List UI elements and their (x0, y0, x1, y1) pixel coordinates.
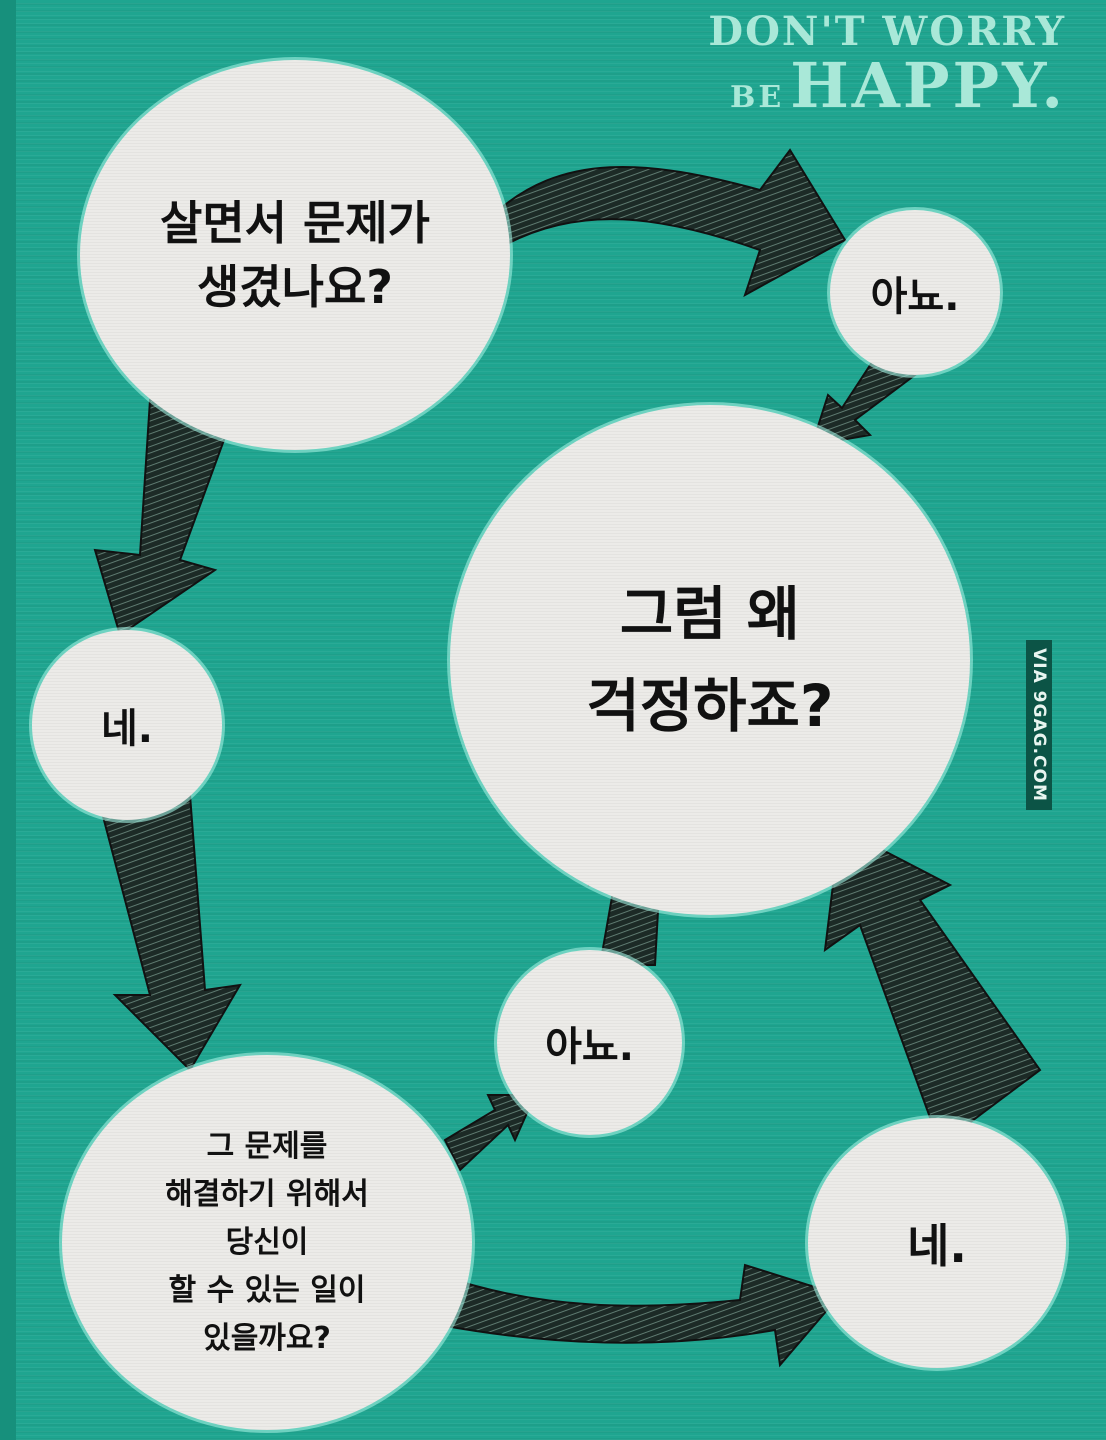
arrow-yes-left-to-question2-icon (98, 793, 242, 1072)
node-question2-text: 그 문제를 해결하기 위해서 당신이 할 수 있는 일이 있을까요? (165, 1128, 369, 1356)
node-start-text: 살면서 문제가 생겼나요? (160, 196, 430, 314)
arrow-question2-to-yes-bottom-icon (439, 1263, 842, 1368)
arrow-start-to-no-top-icon (488, 148, 847, 298)
arrow-question2-to-no-bottom-icon (443, 1094, 537, 1172)
title-line-be-happy: BEHAPPY. (708, 55, 1066, 117)
node-yes-left-text: 네. (101, 706, 153, 752)
title-be: BE (729, 80, 785, 115)
node-yes-bottom: 네. (808, 1118, 1066, 1368)
arrow-yes-bottom-to-center-icon (823, 826, 1042, 1147)
poster-title: DON'T WORRY BEHAPPY. (708, 8, 1066, 117)
node-no-top-text: 아뇨. (870, 273, 960, 320)
title-line-dont-worry: DON'T WORRY (708, 8, 1066, 55)
node-no-top: 아뇨. (830, 210, 1000, 375)
left-edge-strip (0, 0, 16, 1440)
node-no-bottom: 아뇨. (497, 950, 682, 1135)
node-start: 살면서 문제가 생겼나요? (80, 60, 510, 450)
title-happy: HAPPY. (790, 49, 1066, 122)
node-yes-left: 네. (32, 630, 222, 820)
watermark-text: VIA 9GAG.COM (1029, 648, 1049, 802)
node-yes-bottom-text: 네. (907, 1219, 967, 1273)
node-no-bottom-text: 아뇨. (545, 1023, 634, 1070)
node-center: 그럼 왜 걱정하죠? (450, 405, 970, 915)
node-center-text: 그럼 왜 걱정하죠? (586, 580, 834, 740)
watermark-9gag: VIA 9GAG.COM (1026, 640, 1052, 810)
node-question2: 그 문제를 해결하기 위해서 당신이 할 수 있는 일이 있을까요? (62, 1055, 472, 1430)
